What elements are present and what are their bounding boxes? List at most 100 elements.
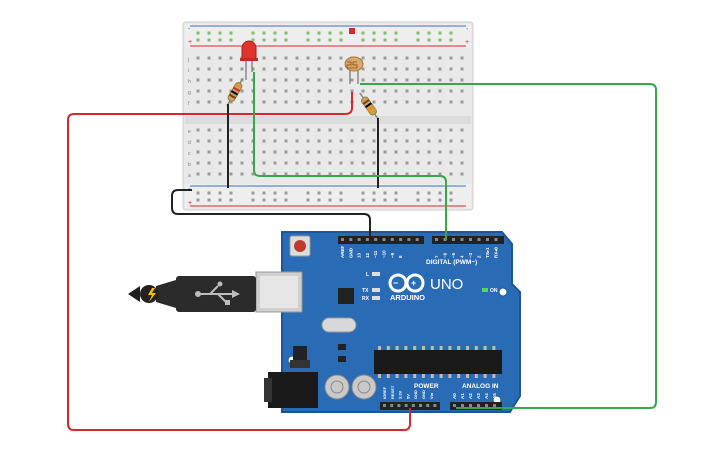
rail-hole[interactable] <box>251 191 255 195</box>
terminal-hole[interactable] <box>295 150 299 154</box>
terminal-hole[interactable] <box>361 56 365 60</box>
rail-hole[interactable] <box>416 198 420 202</box>
terminal-hole[interactable] <box>339 172 343 176</box>
terminal-hole[interactable] <box>207 161 211 165</box>
terminal-hole[interactable] <box>460 172 464 176</box>
rail-hole[interactable] <box>218 191 222 195</box>
terminal-hole[interactable] <box>427 100 431 104</box>
terminal-hole[interactable] <box>350 89 354 93</box>
rail-hole[interactable] <box>218 198 222 202</box>
terminal-hole[interactable] <box>328 161 332 165</box>
terminal-hole[interactable] <box>317 100 321 104</box>
terminal-hole[interactable] <box>218 56 222 60</box>
rail-hole[interactable] <box>306 31 310 35</box>
header-pin[interactable] <box>493 404 496 407</box>
rail-hole[interactable] <box>317 31 321 35</box>
terminal-hole[interactable] <box>394 172 398 176</box>
rail-hole[interactable] <box>328 198 332 202</box>
header-pin[interactable] <box>390 238 394 241</box>
header-pin[interactable] <box>404 404 408 407</box>
rail-hole[interactable] <box>394 191 398 195</box>
header-pin[interactable] <box>435 238 438 241</box>
terminal-hole[interactable] <box>438 150 442 154</box>
terminal-hole[interactable] <box>405 172 409 176</box>
terminal-hole[interactable] <box>207 56 211 60</box>
rail-hole[interactable] <box>251 198 255 202</box>
terminal-hole[interactable] <box>207 139 211 143</box>
terminal-hole[interactable] <box>339 150 343 154</box>
terminal-hole[interactable] <box>339 139 343 143</box>
terminal-hole[interactable] <box>207 100 211 104</box>
terminal-hole[interactable] <box>427 56 431 60</box>
header-pin[interactable] <box>365 238 369 241</box>
terminal-hole[interactable] <box>449 128 453 132</box>
terminal-hole[interactable] <box>416 150 420 154</box>
terminal-hole[interactable] <box>240 89 244 93</box>
terminal-hole[interactable] <box>273 172 277 176</box>
terminal-hole[interactable] <box>218 67 222 71</box>
terminal-hole[interactable] <box>405 100 409 104</box>
terminal-hole[interactable] <box>372 139 376 143</box>
rail-hole[interactable] <box>438 191 442 195</box>
terminal-hole[interactable] <box>306 67 310 71</box>
rail-hole[interactable] <box>229 191 233 195</box>
terminal-hole[interactable] <box>350 139 354 143</box>
rail-hole[interactable] <box>284 191 288 195</box>
rail-hole[interactable] <box>196 31 200 35</box>
terminal-hole[interactable] <box>273 56 277 60</box>
header-pin[interactable] <box>374 238 378 241</box>
terminal-hole[interactable] <box>394 56 398 60</box>
terminal-hole[interactable] <box>317 56 321 60</box>
header-pin[interactable] <box>477 404 480 407</box>
terminal-hole[interactable] <box>317 150 321 154</box>
green-wire[interactable] <box>253 72 447 240</box>
rail-hole[interactable] <box>394 31 398 35</box>
terminal-hole[interactable] <box>460 128 464 132</box>
resistor[interactable] <box>357 91 381 121</box>
terminal-hole[interactable] <box>240 67 244 71</box>
terminal-hole[interactable] <box>416 56 420 60</box>
terminal-hole[interactable] <box>284 150 288 154</box>
terminal-hole[interactable] <box>251 67 255 71</box>
rail-hole[interactable] <box>438 198 442 202</box>
terminal-hole[interactable] <box>328 56 332 60</box>
terminal-hole[interactable] <box>438 100 442 104</box>
terminal-hole[interactable] <box>273 78 277 82</box>
rail-hole[interactable] <box>449 198 453 202</box>
rail-hole[interactable] <box>218 38 222 42</box>
terminal-hole[interactable] <box>229 161 233 165</box>
rail-hole[interactable] <box>449 191 453 195</box>
red-led[interactable] <box>240 40 258 80</box>
terminal-hole[interactable] <box>295 67 299 71</box>
header-pin[interactable] <box>341 238 344 241</box>
terminal-hole[interactable] <box>207 67 211 71</box>
terminal-hole[interactable] <box>240 139 244 143</box>
digital-header[interactable] <box>338 236 504 244</box>
terminal-hole[interactable] <box>460 67 464 71</box>
terminal-hole[interactable] <box>262 100 266 104</box>
terminal-hole[interactable] <box>262 172 266 176</box>
terminal-hole[interactable] <box>196 78 200 82</box>
terminal-hole[interactable] <box>339 128 343 132</box>
terminal-hole[interactable] <box>405 139 409 143</box>
header-pin[interactable] <box>419 404 422 407</box>
header-pin[interactable] <box>452 238 455 241</box>
terminal-hole[interactable] <box>229 128 233 132</box>
rail-hole[interactable] <box>383 191 387 195</box>
terminal-hole[interactable] <box>317 139 321 143</box>
terminal-hole[interactable] <box>449 172 453 176</box>
terminal-hole[interactable] <box>383 89 387 93</box>
terminal-hole[interactable] <box>350 161 354 165</box>
terminal-hole[interactable] <box>328 150 332 154</box>
terminal-hole[interactable] <box>306 139 310 143</box>
terminal-hole[interactable] <box>394 100 398 104</box>
terminal-hole[interactable] <box>438 78 442 82</box>
terminal-hole[interactable] <box>262 56 266 60</box>
rail-hole[interactable] <box>262 198 266 202</box>
terminal-hole[interactable] <box>306 78 310 82</box>
terminal-hole[interactable] <box>460 78 464 82</box>
terminal-hole[interactable] <box>306 150 310 154</box>
terminal-hole[interactable] <box>196 128 200 132</box>
rail-hole[interactable] <box>251 38 255 42</box>
